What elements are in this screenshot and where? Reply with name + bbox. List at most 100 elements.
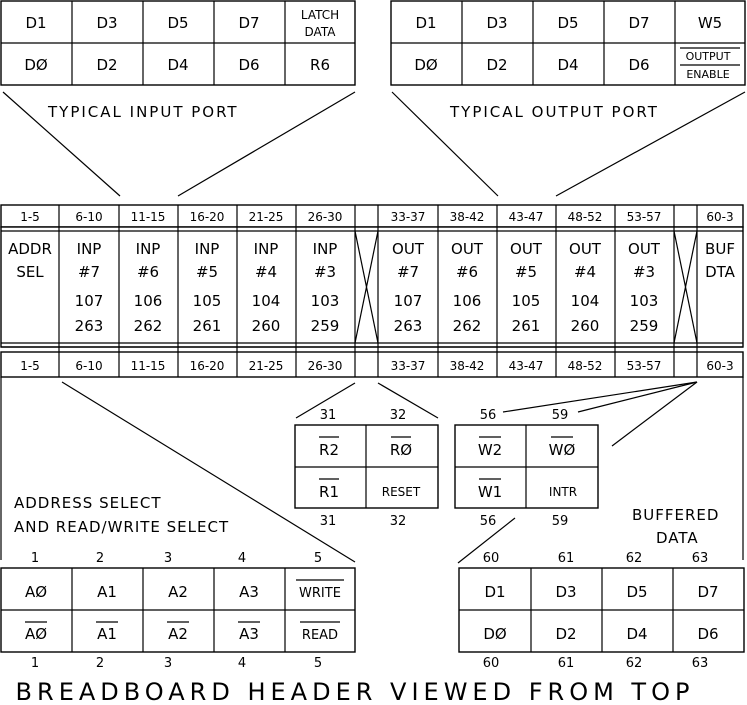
- range-bottom-10: 48-52: [568, 359, 603, 373]
- col-out3-a: 103: [630, 292, 659, 310]
- buf-d0: DØ: [483, 625, 507, 643]
- col-inp3-num: #3: [314, 263, 336, 281]
- read-box-r0: RØ: [390, 441, 412, 459]
- addr-a0: AØ: [25, 583, 47, 601]
- col-inp7-kind: INP: [77, 240, 102, 258]
- header-top-ranges: 1-5 6-10 11-15 16-20 21-25 26-30 33-37 3…: [20, 210, 733, 224]
- addr-pin-1-bottom: 1: [31, 656, 39, 671]
- diagram-title: BREADBOARD HEADER VIEWED FROM TOP: [16, 678, 695, 705]
- addr-read: READ: [302, 628, 338, 643]
- range-top-12: 60-3: [706, 210, 733, 224]
- col-out6-a: 106: [453, 292, 482, 310]
- col-out7-b: 263: [394, 317, 423, 335]
- buf-pin-61-bottom: 61: [558, 656, 575, 671]
- col-inp6-kind: INP: [136, 240, 161, 258]
- col-inp7-a: 107: [75, 292, 104, 310]
- addr-a1: A1: [97, 583, 117, 601]
- addr-pin-3-top: 3: [164, 551, 172, 566]
- output-port-d2: D2: [486, 56, 507, 74]
- col-inp6-a: 106: [134, 292, 163, 310]
- addr-sel-line1: ADDR: [8, 240, 52, 258]
- output-port-d0: DØ: [414, 56, 438, 74]
- range-top-5: 21-25: [249, 210, 284, 224]
- col-inp4-kind: INP: [254, 240, 279, 258]
- col-inp5-b: 261: [193, 317, 222, 335]
- addr-a1-bar: A1: [97, 625, 117, 643]
- range-bottom-1: 1-5: [20, 359, 40, 373]
- addr-pin-2-top: 2: [96, 551, 104, 566]
- col-inp3-a: 103: [311, 292, 340, 310]
- col-out6-b: 262: [453, 317, 482, 335]
- output-port-d1: D1: [415, 14, 436, 32]
- output-enable-line2: ENABLE: [686, 68, 729, 81]
- range-top-4: 16-20: [190, 210, 225, 224]
- buf-dta-line1: BUF: [705, 240, 735, 258]
- output-port-d7: D7: [628, 14, 649, 32]
- col-out3-b: 259: [630, 317, 659, 335]
- range-top-7: 33-37: [391, 210, 426, 224]
- col-inp3-kind: INP: [313, 240, 338, 258]
- addr-a0-bar: AØ: [25, 625, 47, 643]
- col-out4-kind: OUT: [569, 240, 602, 258]
- read-box: 31 32 R2 RØ R1 RESET 31 32: [294, 408, 439, 529]
- input-port-latch: LATCH: [301, 8, 339, 22]
- col-inp5-kind: INP: [195, 240, 220, 258]
- buf-pin-63-bottom: 63: [692, 656, 709, 671]
- col-inp4-b: 260: [252, 317, 281, 335]
- header-port-columns: INP #7 107 263 INP #6 106 262 INP #5 105…: [75, 240, 661, 335]
- address-select-label-2: AND READ/WRITE SELECT: [14, 518, 229, 536]
- addr-a2: A2: [168, 583, 188, 601]
- col-out5-kind: OUT: [510, 240, 543, 258]
- col-out7-a: 107: [394, 292, 423, 310]
- col-inp6-num: #6: [137, 263, 159, 281]
- output-port-d3: D3: [486, 14, 507, 32]
- range-bottom-11: 53-57: [627, 359, 662, 373]
- addr-pin-3-bottom: 3: [164, 656, 172, 671]
- write-box-w0: WØ: [549, 441, 576, 459]
- input-port-d6: D6: [238, 56, 259, 74]
- address-select-label-1: ADDRESS SELECT: [14, 494, 162, 512]
- output-port-d6: D6: [628, 56, 649, 74]
- buf-pin-60-bottom: 60: [483, 656, 500, 671]
- addr-sel-line2: SEL: [16, 263, 44, 281]
- buffered-data-label-1: BUFFERED: [632, 506, 719, 524]
- buf-dta-line2: DTA: [705, 263, 736, 281]
- middle-leader-lines: [61, 381, 698, 564]
- header-strip: [0, 204, 744, 560]
- buf-d4: D4: [626, 625, 647, 643]
- buf-pin-63-top: 63: [692, 551, 709, 566]
- col-inp6-b: 262: [134, 317, 163, 335]
- output-port-d5: D5: [557, 14, 578, 32]
- col-out7-num: #7: [397, 263, 419, 281]
- col-out3-num: #3: [633, 263, 655, 281]
- read-box-pin-32-top: 32: [390, 408, 407, 423]
- output-port-d4: D4: [557, 56, 578, 74]
- addr-pin-5-top: 5: [314, 551, 322, 566]
- buf-pin-62-top: 62: [626, 551, 643, 566]
- addr-a2-bar: A2: [168, 625, 188, 643]
- col-inp4-a: 104: [252, 292, 281, 310]
- col-out5-num: #5: [515, 263, 537, 281]
- read-box-reset: RESET: [382, 485, 421, 499]
- input-port-d5: D5: [167, 14, 188, 32]
- addr-pin-4-top: 4: [238, 551, 246, 566]
- header-bottom-ranges: 1-5 6-10 11-15 16-20 21-25 26-30 33-37 3…: [20, 359, 733, 373]
- write-box-w2: W2: [478, 441, 502, 459]
- col-inp7-b: 263: [75, 317, 104, 335]
- write-box-intr: INTR: [549, 485, 577, 499]
- output-enable-line1: OUTPUT: [686, 50, 731, 63]
- buf-pin-61-top: 61: [558, 551, 575, 566]
- col-inp5-a: 105: [193, 292, 222, 310]
- addr-write: WRITE: [299, 586, 341, 601]
- buffered-data-box: 60 61 62 63 D1 D3 D5 D7 DØ D2 D4 D6 60 6…: [458, 551, 745, 671]
- input-port-data: DATA: [305, 25, 337, 39]
- buf-d3: D3: [555, 583, 576, 601]
- buf-d6: D6: [697, 625, 718, 643]
- input-port-d4: D4: [167, 56, 188, 74]
- output-port-box: D1 D3 D5 D7 W5 DØ D2 D4 D6 OUTPUT ENABLE: [390, 0, 746, 86]
- addr-a3: A3: [239, 583, 259, 601]
- col-out6-kind: OUT: [451, 240, 484, 258]
- col-inp4-num: #4: [255, 263, 277, 281]
- range-top-10: 48-52: [568, 210, 603, 224]
